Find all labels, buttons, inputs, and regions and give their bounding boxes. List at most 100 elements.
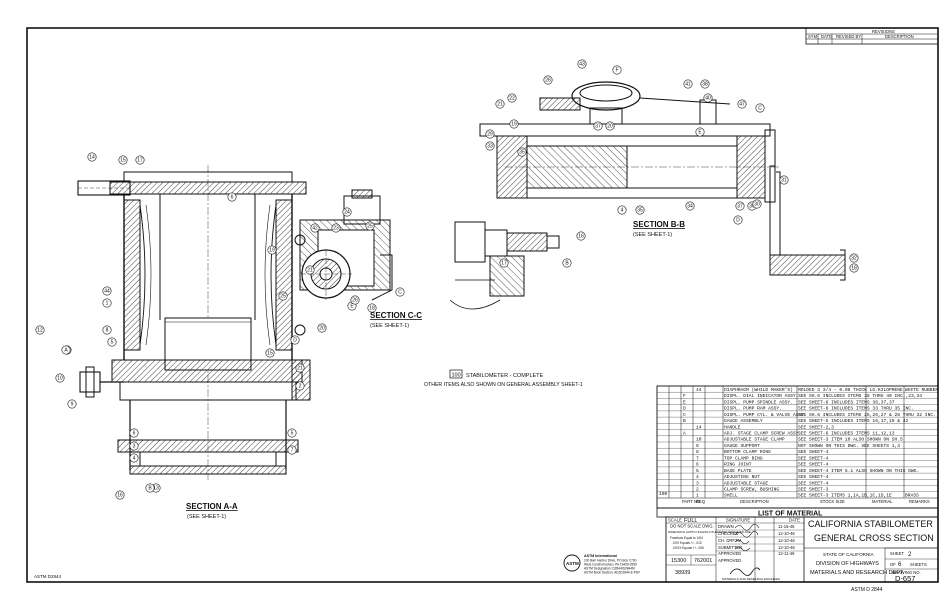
section-cc-ref: (SEE SHEET-1)	[370, 323, 409, 329]
tb-checked: CHECKED	[718, 531, 738, 536]
callout-bubble	[683, 79, 693, 89]
callout-label: 47	[739, 102, 745, 108]
callout-label: 24	[344, 210, 350, 216]
mat-row-no: 10	[696, 437, 702, 443]
astm-line3: ASTM Designation: D2844/D2844M	[584, 567, 635, 571]
callout-bubble	[278, 291, 288, 301]
astm-logo-icon	[563, 554, 581, 572]
mat-title: LIST OF MATERIAL	[758, 511, 823, 518]
mat-row-desc: DISPL. PUMP CYL. & VALVE ASSY.	[724, 412, 807, 418]
mat-row-no: 2	[696, 486, 699, 492]
mat-col-part: PART NO.	[682, 499, 701, 504]
callout-bubble	[849, 253, 859, 263]
tb-drawn: DRAWN	[718, 524, 734, 529]
tb-date5: 12-11-46	[778, 551, 795, 556]
callout-label: B	[148, 486, 152, 492]
callout-bubble	[509, 119, 519, 129]
callout-bubble	[635, 205, 645, 215]
mat-row-stock: SEE SHEET-4	[798, 480, 829, 486]
callout-label: 36	[749, 204, 755, 210]
tb-date3: 12-10-46	[778, 538, 795, 543]
tb-ch-drftm: CH. DRFTM.	[718, 538, 742, 543]
astm-line1: 100 Barr Harbor Drive, PO Box C700	[584, 559, 637, 563]
callout-bubble	[737, 99, 747, 109]
tb-sheet: 2	[908, 552, 912, 558]
astm-stamp: ASTM ASTM International 100 Barr Harbor …	[563, 554, 640, 575]
callout-bubble	[577, 59, 587, 69]
callout-label: 5	[111, 340, 114, 346]
callout-label: 14	[89, 155, 95, 161]
mat-row-stock: SEE SHEET-4	[798, 449, 829, 455]
mat-row-desc: TOP CLAMP RING	[724, 455, 763, 461]
tb-sheets: SHEETS	[910, 562, 927, 567]
callout-label: F	[615, 68, 618, 74]
callout-label: 37	[595, 124, 601, 130]
callout-label: D	[293, 338, 297, 344]
callout-label: 16	[578, 234, 584, 240]
callout-label: 33	[487, 144, 493, 150]
mat-row-stock: SEE SHEET-4	[798, 455, 829, 461]
tb-date2: 12-10-46	[778, 531, 795, 536]
revisions-table: REVISIONS SYM DATE REVISED BY DESCRIPTIO…	[805, 27, 939, 45]
callout-bubble	[342, 207, 352, 217]
callout-bubbles: 141517644185152129634571016131112ABD43F4…	[35, 59, 859, 500]
callout-bubble	[115, 490, 125, 500]
tb-num3: 38939	[675, 570, 690, 576]
mat-row-stock: MOLDED 4 3/4 - 0.08 THICK LG.KILOPRENE	[798, 387, 903, 393]
callout-bubble	[350, 295, 360, 305]
mat-row-no: 9	[696, 443, 699, 449]
callout-bubble	[290, 335, 300, 345]
mat-row-stock: SEE SHEET-6 INCLUDES ITEMS 11,12,13	[798, 430, 895, 436]
callout-bubble	[55, 373, 65, 383]
mat-row-desc: GAUGE ASSEMBLY	[724, 418, 763, 424]
callout-label: 16	[117, 493, 123, 499]
callout-label: 22	[509, 96, 515, 102]
signature-scribble	[734, 530, 759, 538]
tb-approved: APPROVED	[718, 551, 741, 556]
mat-row-desc: BASE PLATE	[724, 468, 752, 474]
section-cc-title: SECTION C-C	[370, 311, 422, 320]
callout-bubble	[703, 93, 713, 103]
callout-bubble	[685, 201, 695, 211]
title-block	[665, 516, 939, 583]
callout-label: 15	[120, 158, 126, 164]
tb-scale-label: SCALE	[668, 518, 682, 523]
signature-scribble	[734, 539, 750, 545]
tb-title2: GENERAL CROSS SECTION	[814, 533, 934, 543]
assembly-note-line1: STABILOMETER - COMPLETE	[466, 373, 544, 379]
tb-num1: 15300	[671, 558, 686, 564]
callout-bubble	[227, 192, 237, 202]
callout-bubble	[485, 141, 495, 151]
callout-bubble	[287, 445, 297, 455]
tb-num2: 762001	[694, 558, 712, 564]
title-block-text: SCALE FULL DO NOT SCALE DWG. DIMENSION L…	[668, 518, 934, 584]
callout-bubble	[576, 231, 586, 241]
callout-label: E	[698, 130, 702, 136]
assembly-note-line2: OTHER ITEMS ALSO SHOWN ON GENERAL ASSEMB…	[424, 382, 583, 388]
callout-bubble	[499, 258, 509, 268]
callout-bubble	[507, 93, 517, 103]
mat-row-stock: SEE SHEET-4	[798, 474, 829, 480]
callout-bubble	[295, 381, 305, 391]
callout-bubble	[543, 75, 553, 85]
callout-bubble	[700, 79, 710, 89]
callout-bubble	[365, 221, 375, 231]
mat-row-desc: DISPL. PUMP RAM ASSY.	[724, 406, 782, 412]
tb-do-not-scale: DO NOT SCALE DWG.	[670, 524, 714, 529]
callout-label: 35	[519, 150, 525, 156]
callout-label: 32	[851, 256, 857, 262]
callout-label: 2	[299, 384, 302, 390]
mat-row-desc: HANDLE	[724, 424, 741, 430]
callout-label: 1	[106, 301, 109, 307]
callout-label: 23	[333, 226, 339, 232]
assembly-note: 100 STABILOMETER - COMPLETE OTHER ITEMS …	[424, 369, 583, 388]
callout-bubble	[267, 245, 277, 255]
callout-bubble	[735, 201, 745, 211]
mat-row-stock: SEE SHEET-6 INCLUDES ITEMS 33 THRU 35 IN…	[798, 406, 914, 412]
mat-row-sym: C	[683, 412, 686, 418]
callout-bubble	[129, 428, 139, 438]
tb-dwg-no: D-657	[895, 574, 915, 583]
rev-col-revised-by: REVISED BY	[836, 34, 861, 39]
mat-assembly-no: 100	[659, 491, 668, 497]
